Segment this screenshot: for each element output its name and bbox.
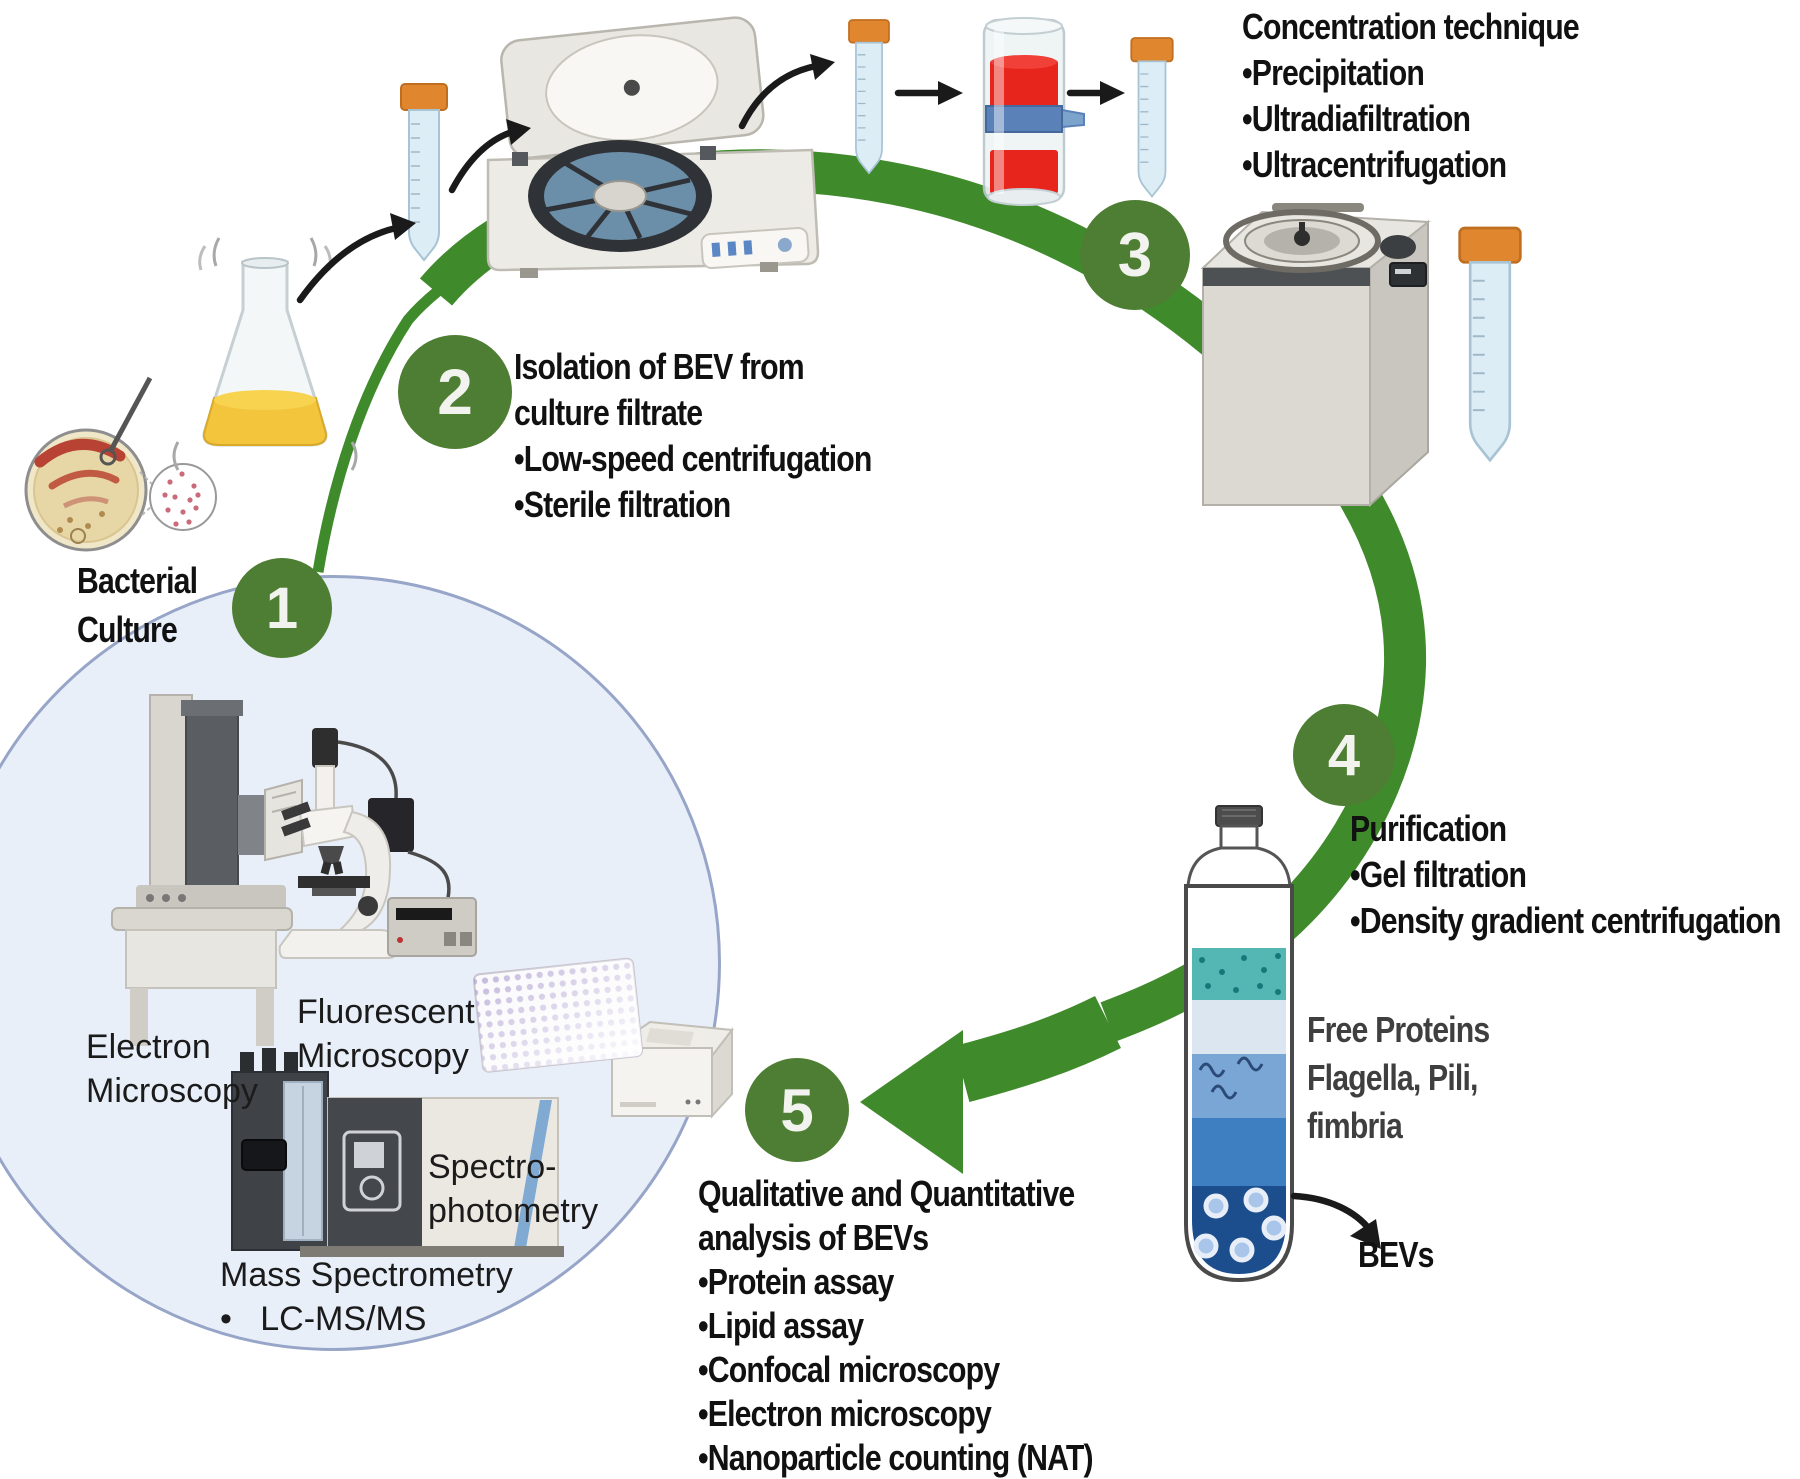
step5-label: Qualitative and Quantitative analysis of… [698, 1172, 1094, 1479]
falcon-tube-icon [1130, 37, 1174, 198]
step5-title-line2: analysis of BEVs [698, 1217, 929, 1258]
step4-bullet: •Gel filtration [1350, 854, 1527, 895]
culture-flask-icon [172, 237, 358, 471]
step4-title: Purification [1350, 808, 1507, 849]
step-badge-5: 5 [745, 1058, 849, 1162]
step-number: 4 [1327, 722, 1361, 788]
free-proteins-label: Free Proteins Flagella, Pili, fimbria [1307, 1006, 1490, 1150]
step2-bullet: •Low-speed centrifugation [514, 438, 872, 479]
step5-bullet: •Lipid assay [698, 1305, 864, 1346]
inoculation-loop-icon [99, 376, 153, 466]
step5-bullet: •Protein assay [698, 1261, 894, 1302]
step-badge-2: 2 [398, 335, 512, 449]
step5-title-line1: Qualitative and Quantitative [698, 1173, 1075, 1214]
mass-spectrometer-icon [231, 1048, 564, 1257]
arc-arrowhead-icon [860, 1030, 963, 1174]
electron-microscope-icon [111, 694, 303, 1046]
step3-bullet: •Ultracentrifugation [1242, 144, 1507, 185]
step5-bullet: •Nanoparticle counting (NAT) [698, 1437, 1094, 1478]
step-badge-3: 3 [1080, 200, 1190, 310]
mass-line: Mass Spectrometry [220, 1256, 513, 1294]
microplate-icon [472, 957, 644, 1073]
flow-arrows [296, 62, 1374, 1234]
spectrophotometry-label: Spectro- photometry [428, 1145, 598, 1233]
centrifuge-icon [486, 16, 820, 278]
electron-microscopy-label: Electron Microscopy [86, 1025, 258, 1113]
step3-bullet: •Precipitation [1242, 52, 1425, 93]
falcon-tube-icon [400, 83, 448, 262]
step1-line1: Bacterial [77, 560, 198, 601]
fluorescent-microscopy-label: Fluorescent Microscopy [297, 990, 475, 1078]
mass-spectrometry-label: Mass Spectrometry • LC-MS/MS [220, 1253, 513, 1341]
petri-dish-icon [24, 428, 148, 552]
step5-bullet: •Electron microscopy [698, 1393, 992, 1434]
step3-title: Concentration technique [1242, 6, 1580, 47]
free-proteins-line3: fimbria [1307, 1105, 1403, 1146]
step1-line2: Culture [77, 609, 178, 650]
step2-title-line2: culture filtrate [514, 392, 703, 433]
step2-label: Isolation of BEV from culture filtrate •… [514, 344, 872, 528]
ultracentrifuge-icon [1200, 203, 1431, 508]
bevs-label: BEVs [1358, 1232, 1434, 1278]
fluorescent-microscope-icon [278, 728, 477, 959]
fluor-line2: Microscopy [297, 1037, 469, 1075]
step3-bullet: •Ultradiafiltration [1242, 98, 1471, 139]
electron-line1: Electron [86, 1028, 211, 1066]
falcon-tube-icon [848, 19, 890, 175]
step-number: 5 [780, 1076, 814, 1144]
step4-label: Purification •Gel filtration •Density gr… [1350, 806, 1781, 944]
step4-bullet: •Density gradient centrifugation [1350, 900, 1781, 941]
lcmsms-line: • LC-MS/MS [220, 1300, 427, 1338]
step-number: 1 [265, 575, 299, 641]
falcon-tube-icon [1458, 226, 1522, 463]
free-proteins-line2: Flagella, Pili, [1307, 1057, 1478, 1098]
step1-label: Bacterial Culture [77, 556, 198, 654]
electron-line2: Microscopy [86, 1072, 258, 1110]
step-badge-1: 1 [232, 558, 332, 658]
gel-column-icon [1184, 805, 1294, 1283]
step-badge-4: 4 [1293, 704, 1395, 806]
bacteria-zoom-icon [139, 463, 217, 531]
bevs-text: BEVs [1358, 1234, 1434, 1275]
step-number: 3 [1117, 220, 1153, 290]
step-number: 2 [437, 356, 473, 428]
flow-arrowheads [390, 54, 1381, 1249]
filter-column-icon [982, 17, 1085, 206]
spectro-line1: Spectro- [428, 1148, 557, 1186]
free-proteins-line1: Free Proteins [1307, 1009, 1490, 1050]
fluor-line1: Fluorescent [297, 993, 475, 1031]
step5-bullet: •Confocal microscopy [698, 1349, 1000, 1390]
spectro-line2: photometry [428, 1192, 599, 1230]
step2-bullet: •Sterile filtration [514, 484, 731, 525]
step3-label: Concentration technique •Precipitation •… [1242, 4, 1580, 188]
step2-title-line1: Isolation of BEV from [514, 346, 805, 387]
